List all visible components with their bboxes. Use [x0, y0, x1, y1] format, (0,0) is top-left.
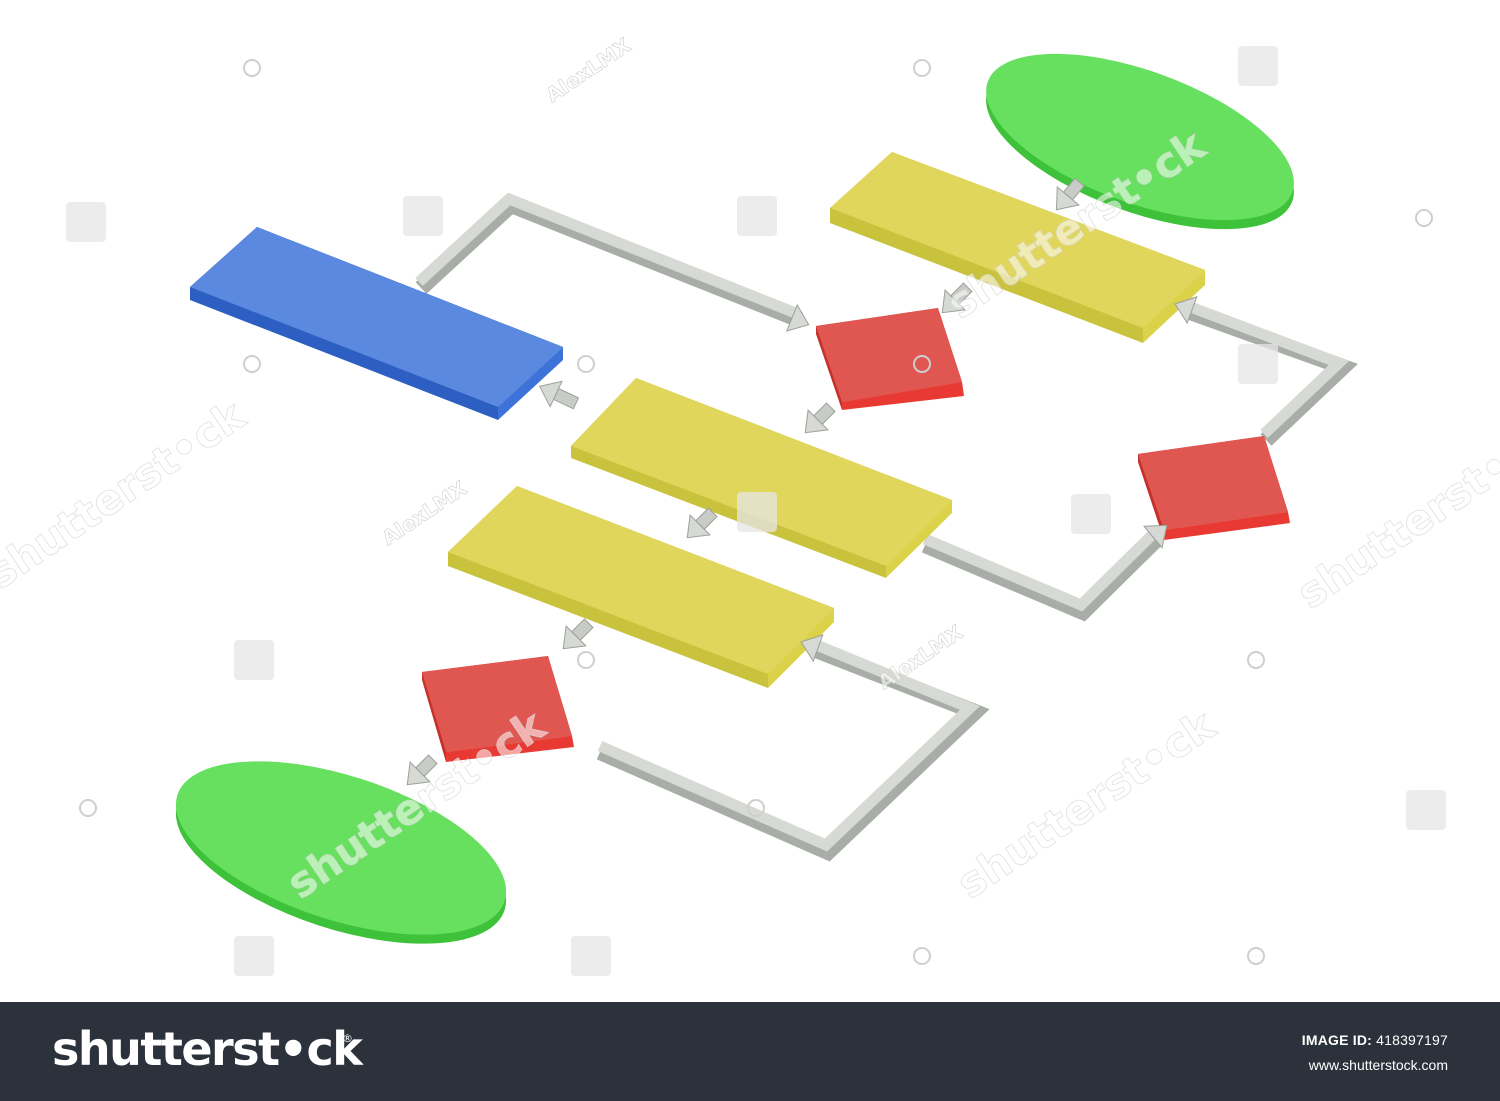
- arrow-decision-3-to-end: [406, 754, 438, 786]
- connector-loop-to-process-3: [596, 638, 990, 862]
- arrow-into-process-1: [1174, 296, 1198, 325]
- arrow-process-1-to-decision-1: [941, 282, 973, 314]
- watermark-author-text: AlexLMX: [377, 476, 471, 550]
- shutterstock-footer: shutterst•ck ® IMAGE ID: 418397197 www.s…: [0, 1002, 1500, 1101]
- connector-data-to-decision: [415, 192, 803, 328]
- process-box-2: [571, 378, 952, 578]
- end-terminal: [175, 761, 507, 944]
- process-box-1: [830, 152, 1205, 343]
- arrow-into-decision-2: [1142, 524, 1168, 549]
- arrow-process-2-to-process-3: [686, 507, 718, 539]
- arrow-process-2-to-input: [538, 380, 580, 410]
- input-box: [190, 227, 563, 420]
- arrow-start-to-process-1: [1055, 177, 1085, 211]
- watermark-logo-squares: [66, 46, 1446, 976]
- watermark-logo-text: shutterst•ck: [0, 390, 254, 598]
- image-id-label: IMAGE ID:: [1301, 1032, 1373, 1048]
- decision-diamond-1: [816, 308, 964, 410]
- image-id: IMAGE ID: 418397197: [1302, 1032, 1448, 1048]
- watermark-logo-text: shutterst•ck: [1288, 410, 1500, 618]
- watermark-glyphs: [79, 59, 1433, 965]
- decision-diamond-2: [1138, 436, 1290, 540]
- arrow-decision-1-to-process-2: [804, 402, 836, 434]
- registered-mark: ®: [342, 1032, 353, 1045]
- start-terminal: [986, 53, 1294, 230]
- process-box-3: [448, 486, 834, 688]
- decision-diamond-3: [422, 656, 574, 762]
- watermark-logo-text: shutterst•ck: [948, 700, 1224, 908]
- connector-decision-2-to-process-1: [1186, 300, 1358, 446]
- arrow-process-3-to-decision-3: [562, 618, 594, 650]
- flowchart-diagram: shutterst•ck shutterst•ck shutterst•ck s…: [0, 32, 1500, 976]
- shutterstock-logo: shutterst•ck: [52, 1022, 363, 1076]
- connectors: [415, 192, 1358, 862]
- arrow-loop-into-decision-1: [785, 303, 810, 332]
- arrow-loop-into-process-3: [800, 634, 824, 663]
- watermark-author-text: AlexLMX: [541, 33, 635, 107]
- arrow-heads: [406, 177, 1198, 786]
- image-id-value: 418397197: [1376, 1032, 1448, 1048]
- connector-process-to-decision-2: [921, 528, 1164, 622]
- site-url: www.shutterstock.com: [1308, 1057, 1448, 1073]
